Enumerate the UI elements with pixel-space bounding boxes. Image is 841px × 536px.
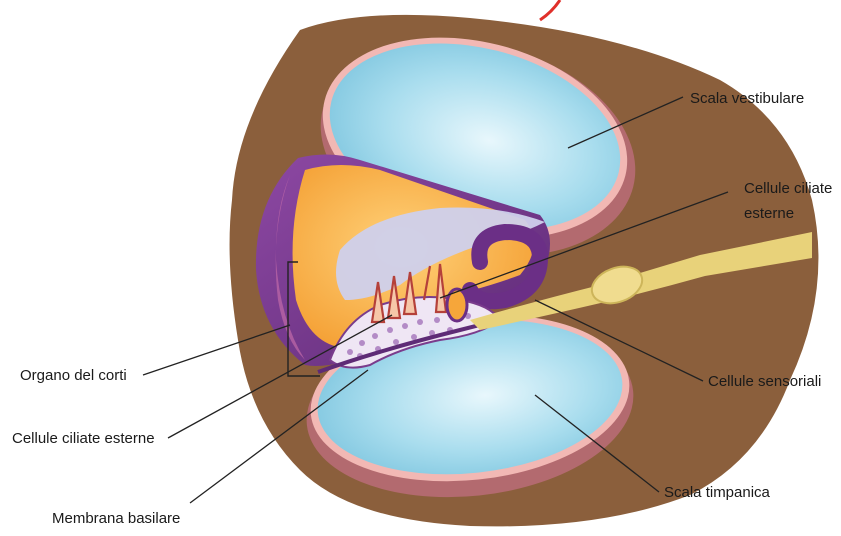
label-cellule-ciliate-esterne-left: Cellule ciliate esterne (12, 430, 155, 447)
label-cellule-ciliate-esterne-right-1: Cellule ciliate (744, 180, 832, 197)
red-accent-stroke (540, 0, 560, 20)
label-scala-vestibulare: Scala vestibulare (690, 90, 804, 107)
label-organo-del-corti: Organo del corti (20, 367, 127, 384)
label-cellule-sensoriali: Cellule sensoriali (708, 373, 821, 390)
label-cellule-ciliate-esterne-right-2: esterne (744, 205, 794, 222)
label-scala-timpanica: Scala timpanica (664, 484, 771, 501)
label-membrana-basilare: Membrana basilare (52, 510, 180, 527)
